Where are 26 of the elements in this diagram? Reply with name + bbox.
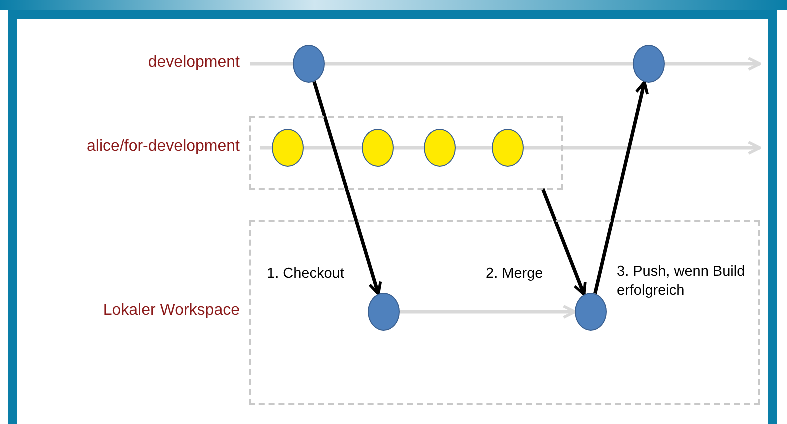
commit-circle <box>633 45 665 83</box>
branch-label: alice/for-development <box>87 138 240 156</box>
branch-line <box>665 57 762 71</box>
commit-circle <box>293 45 325 83</box>
branch-line <box>400 305 576 319</box>
branch-line <box>456 146 492 150</box>
commit-circle <box>272 129 304 167</box>
commit-circle <box>575 293 607 331</box>
edge-label: 2. Merge <box>486 265 544 284</box>
commit-circle <box>492 129 524 167</box>
branch-line <box>325 62 633 66</box>
branch-label: Lokaler Workspace <box>103 302 240 320</box>
branch-line <box>304 146 362 150</box>
group-box <box>249 116 563 190</box>
commit-circle <box>368 293 400 331</box>
branch-line <box>250 62 293 66</box>
arrow <box>541 188 587 296</box>
branch-line <box>260 146 272 150</box>
branch-label: development <box>148 54 240 72</box>
arrow <box>312 81 382 296</box>
commit-circle <box>424 129 456 167</box>
edge-label: 3. Push, wenn Build erfolgreich <box>617 263 747 301</box>
branch-line <box>524 141 762 155</box>
arrow <box>594 80 650 294</box>
commit-circle <box>362 129 394 167</box>
branch-line <box>394 146 424 150</box>
